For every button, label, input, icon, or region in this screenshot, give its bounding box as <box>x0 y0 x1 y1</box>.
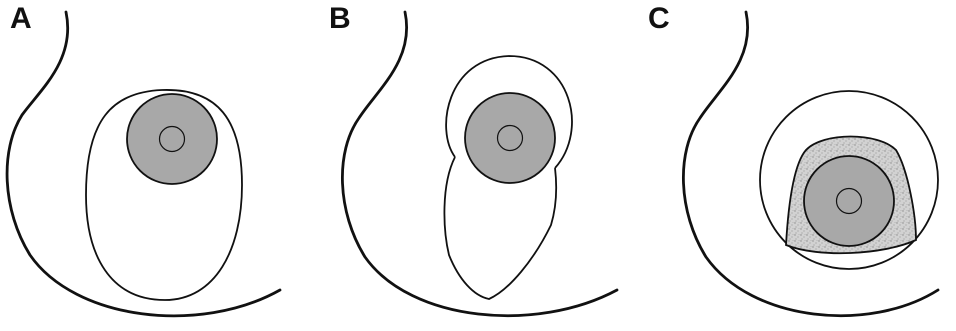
panel-a-drawing <box>0 0 318 331</box>
panel-b-drawing <box>319 0 637 331</box>
panel-label-b: B <box>329 4 351 34</box>
panel-label-a: A <box>10 4 32 34</box>
panel-label-c: C <box>648 4 670 34</box>
panel-b: B <box>319 0 637 331</box>
gray-core <box>804 156 894 246</box>
gray-core <box>465 93 555 183</box>
panel-c: C <box>638 0 956 331</box>
panel-a: A <box>0 0 318 331</box>
panel-c-drawing <box>638 0 956 331</box>
gray-core <box>127 94 217 184</box>
